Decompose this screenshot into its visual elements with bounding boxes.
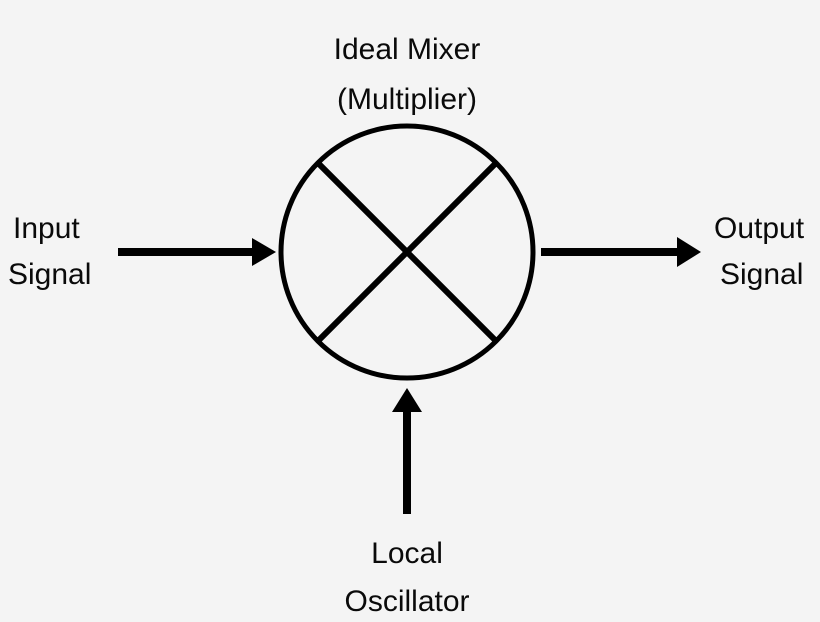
output-signal-label-line1: Output [714, 212, 805, 245]
local-oscillator-arrow-head [392, 388, 422, 412]
output-signal-label-line2: Signal [720, 258, 803, 291]
mixer-cross-diagonal-up [315, 160, 499, 344]
mixer-circle [278, 123, 536, 381]
input-signal-label-line2: Signal [8, 258, 91, 291]
local-oscillator-label-line2: Oscillator [344, 585, 469, 618]
output-arrow-head [677, 237, 701, 267]
input-signal-label-line1: Input [13, 212, 80, 245]
input-arrow-head [252, 238, 276, 266]
local-oscillator-label-line1: Local [371, 537, 443, 570]
mixer-title-line1: Ideal Mixer [334, 33, 481, 66]
mixer-title-line2: (Multiplier) [337, 83, 477, 116]
